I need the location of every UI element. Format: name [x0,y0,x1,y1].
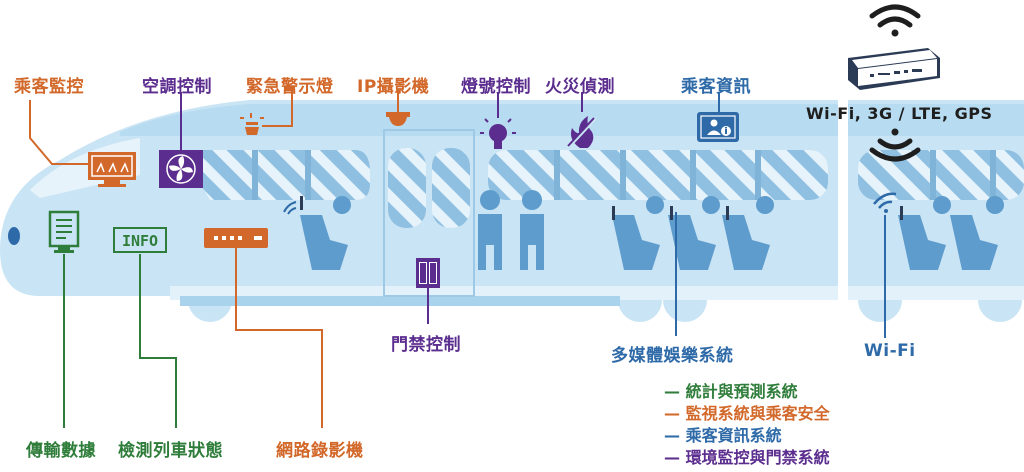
wifi-signal-icon [283,201,297,215]
line-passenger-monitoring [29,100,88,165]
window-band-1 [180,150,370,200]
label-passenger-info: 乘客資訊 [681,77,751,97]
wifi-icon [873,192,897,213]
standing-passengers [478,190,544,270]
monitor-screen-icon [88,152,136,187]
line-emergency-light [262,90,293,127]
label-train-status: 檢測列車狀態 [118,441,223,461]
no-fire-icon [566,116,598,150]
passenger-seats [300,196,1004,270]
fan-icon [159,150,203,188]
label-emergency-light: 緊急警示燈 [246,77,334,97]
emergency-light-icon [240,113,264,135]
label-multimedia: 多媒體娛樂系統 [611,346,734,366]
light-bulb-icon [480,114,516,149]
label-ip-camera: IP攝影機 [357,77,430,97]
label-wifi-gateway: Wi-Fi, 3G / LTE, GPS [806,104,993,123]
label-signal-control: 燈號控制 [461,77,531,97]
window-band-3 [858,150,1024,200]
label-air-conditioning: 空調控制 [142,77,212,97]
gateway-device-icon [848,48,940,90]
legend-item-statistics: — 統計與預測系統 [664,382,798,401]
label-data-transmission: 傳輸數據 [26,441,96,461]
wifi-broadcast-icon [869,4,921,37]
label-access-control: 門禁控制 [391,335,461,355]
info-panel-text: INFO [122,232,158,250]
nvr-icon [204,228,268,248]
label-passenger-monitoring: 乘客監控 [14,77,84,97]
legend: — 統計與預測系統 — 監視系統與乘客安全 — 乘客資訊系統 — 環境監控與門禁… [664,381,830,469]
wifi-receive-icon [869,128,921,162]
info-panel-icon: INFO [113,227,167,253]
label-fire-detection: 火災偵測 [545,77,615,97]
legend-item-environment: — 環境監控與門禁系統 [664,448,830,467]
headlight [8,227,20,245]
label-nvr: 網路錄影機 [276,441,364,461]
access-control-icon [416,258,440,288]
camera-icon [386,112,410,126]
line-nvr [235,248,323,428]
passenger-info-icon [697,112,739,142]
terminal-icon [48,210,80,253]
line-train-status [139,254,177,428]
window-band-2 [488,150,828,200]
legend-item-passenger-info: — 乘客資訊系統 [664,426,782,445]
label-wifi: Wi-Fi [864,341,916,361]
legend-item-surveillance: — 監視系統與乘客安全 [664,404,830,423]
